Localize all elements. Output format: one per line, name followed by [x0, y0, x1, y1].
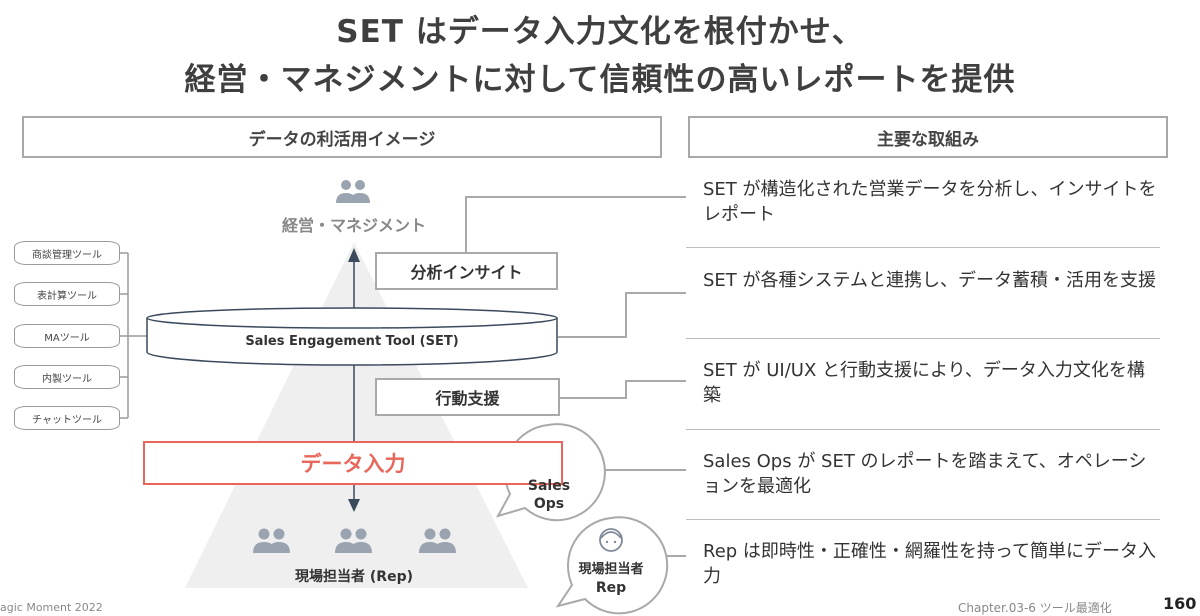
sales-ops-text-line2: Ops: [533, 496, 565, 512]
set-cylinder-body: [146, 318, 558, 366]
tool-in-house: 内製ツール: [14, 365, 120, 389]
initiative-item-3: SET が UI/UX と行動支援により、データ入力文化を構築: [703, 360, 1145, 406]
rep-people-icon-2: [335, 528, 372, 553]
data-entry-box: データ入力: [143, 441, 563, 485]
arrow-down-head: [348, 499, 360, 512]
rep-label: 現場担当者 (Rep): [295, 569, 413, 585]
set-cylinder-top: [146, 307, 558, 329]
rep-circle-text-line1: 現場担当者: [578, 562, 644, 577]
tool-chat: チャットツール: [14, 406, 120, 430]
action-support-box: 行動支援: [375, 378, 560, 416]
slide-title-line2: 経営・マネジメントに対して信頼性の高いレポートを提供: [184, 62, 1016, 98]
connector-analysis: [465, 196, 686, 252]
rep-bubble: [555, 516, 669, 615]
page-number: 160: [1163, 594, 1197, 613]
initiative-divider: [686, 429, 1160, 430]
management-label: 経営・マネジメント: [281, 216, 426, 235]
rep-circle-text-line2: Rep: [595, 580, 627, 596]
initiative-divider: [686, 338, 1160, 339]
rep-people-icon-3: [419, 528, 456, 553]
left-section-header: データの利活用イメージ: [22, 116, 662, 158]
footer-copyright: agic Moment 2022: [0, 601, 103, 614]
rep-people-icon-1: [253, 528, 290, 553]
connector-action: [560, 380, 686, 399]
set-label: Sales Engagement Tool (SET): [245, 334, 459, 349]
sales-ops-text-line1: Sales: [527, 478, 571, 494]
initiative-divider: [686, 247, 1160, 248]
tool-ma: MAツール: [14, 324, 120, 348]
pyramid-shape: [185, 242, 528, 588]
initiative-item-2: SET が各種システムと連携し、データ蓄積・活用を支援: [703, 270, 1156, 291]
initiative-divider: [686, 519, 1160, 520]
initiative-item-1: SET が構造化された営業データを分析し、インサイトをレポート: [703, 179, 1157, 225]
rep-person-icon: [599, 528, 623, 552]
slide-title-line1: SET はデータ入力文化を根付かせ、: [336, 14, 864, 50]
analysis-insight-box: 分析インサイト: [375, 252, 558, 290]
arrow-up-head: [348, 248, 360, 262]
initiative-item-5: Rep は即時性・正確性・網羅性を持って簡単にデータ入力: [703, 541, 1157, 587]
tool-deal-management: 商談管理ツール: [14, 241, 120, 265]
connector-set: [558, 292, 686, 338]
management-people-icon: [336, 180, 370, 203]
right-section-header: 主要な取組み: [688, 116, 1168, 158]
initiative-item-4: Sales Ops が SET のレポートを踏まえて、オペレーションを最適化: [703, 451, 1147, 497]
footer-chapter: Chapter.03-6 ツール最適化: [958, 601, 1112, 615]
tool-spreadsheet: 表計算ツール: [14, 282, 120, 306]
